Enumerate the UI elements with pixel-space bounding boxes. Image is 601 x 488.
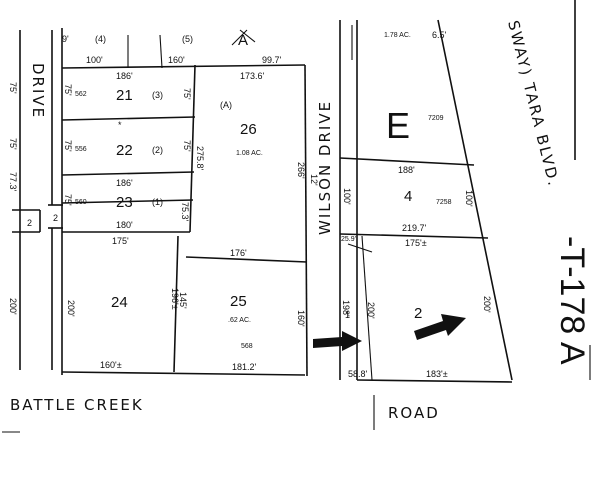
lot-code-22: (2) xyxy=(152,145,163,155)
lot-code-asterisk: * xyxy=(118,120,122,130)
dim-left-200: 200' xyxy=(8,298,18,315)
dim-in-75-c: 75' xyxy=(63,194,73,206)
dim-top-99-7: 99.7' xyxy=(262,55,282,65)
dim-top-100: 100' xyxy=(86,55,103,65)
block-e-label: E xyxy=(386,105,410,146)
dim-275-8: 275.8' xyxy=(195,146,205,171)
lot-21-label: 21 xyxy=(116,87,133,104)
dimension-labels: 100' 160' 99.7' 9' 6.5' 186' 173.6' 186'… xyxy=(8,30,492,379)
lot-1-label: 1 xyxy=(345,310,350,320)
dim-row-188: 188' xyxy=(398,165,415,175)
street-battle-creek: BATTLE CREEK xyxy=(10,396,144,414)
house-number-23: 560 xyxy=(75,199,87,206)
lot-25-label: 25 xyxy=(230,293,247,310)
dim-100-right: 100' xyxy=(464,190,474,207)
dim-in-75-e: 75' xyxy=(182,140,192,152)
dim-bottom-58-8: 58.8' xyxy=(348,369,368,379)
dim-in-75-d: 75' xyxy=(182,88,192,100)
dim-in-75-b: 75' xyxy=(63,140,73,152)
lot-code-top-5: (5) xyxy=(182,34,193,44)
lot-code-top-4: (4) xyxy=(95,34,106,44)
house-number-4: 7258 xyxy=(436,199,452,206)
lot-code-23: (1) xyxy=(152,197,163,207)
dim-200-a: 200' xyxy=(366,302,376,319)
lot-26-label: 26 xyxy=(240,121,257,138)
lot-code-26: (A) xyxy=(220,100,232,110)
dim-left-75-b: 75' xyxy=(8,138,18,150)
dim-in-75-3: 75.3' xyxy=(180,202,190,222)
area-lot-26: 1.08 AC. xyxy=(236,150,263,157)
lot-code-21: (3) xyxy=(152,90,163,100)
dim-bottom-183: 183'± xyxy=(426,369,448,379)
lot-23-label: 23 xyxy=(116,194,133,211)
dim-row-186-b: 186' xyxy=(116,178,133,188)
dim-bottom-160: 160'± xyxy=(100,360,122,370)
street-road: ROAD xyxy=(388,404,440,422)
dim-196: 196'± xyxy=(170,288,180,310)
dim-row-175-pm: 175'± xyxy=(405,238,427,248)
dim-2-a: 2 xyxy=(27,218,32,228)
dim-12: 12' xyxy=(309,174,319,186)
dim-200-b: 200' xyxy=(482,296,492,313)
dim-145: 145' xyxy=(178,292,188,309)
dim-bottom-181-2: 181.2' xyxy=(232,362,257,372)
dim-in-75-a: 75' xyxy=(63,84,73,96)
dim-198: 198' xyxy=(341,300,351,317)
dim-100: 100' xyxy=(342,188,352,205)
dim-row-176: 176' xyxy=(230,248,247,258)
dim-160: 160' xyxy=(296,310,306,327)
house-number-25: 568 xyxy=(241,343,253,350)
plat-linework xyxy=(2,0,591,433)
dim-row-219-7: 219.7' xyxy=(402,223,427,233)
house-number-22: 556 xyxy=(75,146,87,153)
dim-top-9: 9' xyxy=(62,34,69,44)
dim-row-173-6: 173.6' xyxy=(240,71,265,81)
area-lot-25: .62 AC. xyxy=(228,317,251,324)
lot-4-label: 4 xyxy=(404,188,412,205)
area-block-e: 1.78 AC. xyxy=(384,32,411,39)
street-tara-blvd: SWAY) TARA BLVD. xyxy=(504,19,563,189)
dim-25-9: 25.9' xyxy=(341,236,356,243)
lot-2-label: 2 xyxy=(414,305,422,322)
arrow-icon xyxy=(414,314,466,340)
street-wilson-drive: WILSON DRIVE xyxy=(316,100,334,235)
lot-22-label: 22 xyxy=(116,142,133,159)
dim-lot24-200: 200' xyxy=(66,300,76,317)
street-drive-west: DRIVE xyxy=(29,63,47,119)
dim-top-6-5: 6.5' xyxy=(432,30,447,40)
dim-top-160: 160' xyxy=(168,55,185,65)
block-a-top-label: A xyxy=(238,32,248,49)
dim-row-175: 175' xyxy=(112,236,129,246)
dim-row-186-a: 186' xyxy=(116,71,133,81)
dim-266: 266' xyxy=(296,162,306,179)
dim-left-75-a: 75' xyxy=(8,82,18,94)
lot-24-label: 24 xyxy=(111,294,128,311)
house-number-21: 562 xyxy=(75,91,87,98)
arrow-icon xyxy=(313,331,362,351)
route-label: -T-178 A xyxy=(553,236,591,365)
house-number-e: 7209 xyxy=(428,115,444,122)
dim-2-b: 2 xyxy=(53,213,58,223)
dim-left-77-3: 77.3' xyxy=(8,172,18,192)
dim-row-180: 180' xyxy=(116,220,133,230)
